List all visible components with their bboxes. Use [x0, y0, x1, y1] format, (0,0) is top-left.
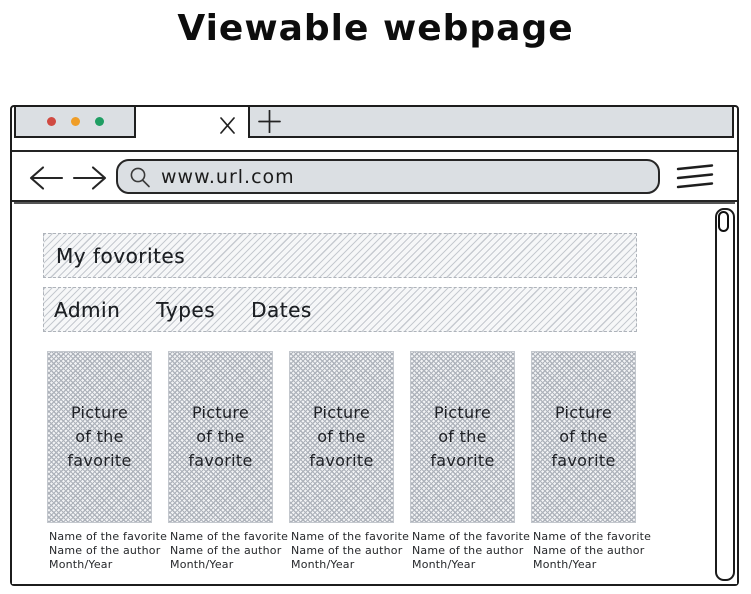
- card-caption: Name of the favorite Name of the author …: [410, 530, 531, 572]
- author-name: Name of the author: [533, 544, 645, 557]
- scrollbar-thumb[interactable]: [718, 211, 729, 232]
- card-caption: Name of the favorite Name of the author …: [168, 530, 289, 572]
- date-label: Month/Year: [170, 558, 234, 571]
- scrollbar-track[interactable]: [715, 208, 735, 581]
- url-bar[interactable]: www.url.com: [116, 159, 660, 194]
- content-nav-band: Admin Types Dates: [43, 287, 637, 332]
- window-controls: [14, 107, 136, 138]
- favorite-name: Name of the favorite: [170, 530, 289, 543]
- expand-window-button[interactable]: [94, 117, 104, 126]
- page-content: My fovorites Admin Types Dates Picture o…: [12, 206, 737, 584]
- nav-link-types[interactable]: Types: [156, 297, 216, 322]
- nav-link-admin[interactable]: Admin: [54, 297, 121, 322]
- date-label: Month/Year: [49, 558, 113, 571]
- favorite-name: Name of the favorite: [533, 530, 652, 543]
- date-label: Month/Year: [291, 558, 355, 571]
- favorite-name: Name of the favorite: [412, 530, 531, 543]
- picture-placeholder-label: Picture of the favorite: [309, 403, 374, 470]
- url-text: www.url.com: [161, 165, 295, 188]
- date-label: Month/Year: [533, 558, 597, 571]
- nav-bar: www.url.com: [12, 152, 737, 202]
- hamburger-menu-icon[interactable]: [675, 162, 715, 192]
- close-tab-icon[interactable]: [218, 116, 237, 135]
- favorite-card: Picture of the favorite Name of the favo…: [531, 351, 652, 572]
- favorite-card: Picture of the favorite Name of the favo…: [47, 351, 168, 572]
- favorite-picture-placeholder[interactable]: Picture of the favorite: [168, 351, 273, 523]
- search-icon: [129, 166, 151, 188]
- date-label: Month/Year: [412, 558, 476, 571]
- nav-link-dates[interactable]: Dates: [251, 297, 312, 322]
- browser-window: www.url.com My fovorites Admin Types Dat…: [10, 105, 739, 586]
- favorite-picture-placeholder[interactable]: Picture of the favorite: [47, 351, 152, 523]
- author-name: Name of the author: [49, 544, 161, 557]
- tab-strip: [248, 107, 734, 138]
- back-arrow-icon[interactable]: [26, 163, 66, 192]
- favorite-card: Picture of the favorite Name of the favo…: [168, 351, 289, 572]
- page-title: Viewable webpage: [177, 8, 574, 49]
- favorite-card: Picture of the favorite Name of the favo…: [410, 351, 531, 572]
- picture-placeholder-label: Picture of the favorite: [67, 403, 132, 470]
- author-name: Name of the author: [170, 544, 282, 557]
- forward-arrow-icon[interactable]: [70, 163, 110, 192]
- picture-placeholder-label: Picture of the favorite: [551, 403, 616, 470]
- tab-bar: [12, 107, 737, 152]
- card-caption: Name of the favorite Name of the author …: [289, 530, 410, 572]
- card-caption: Name of the favorite Name of the author …: [47, 530, 168, 572]
- favorite-picture-placeholder[interactable]: Picture of the favorite: [410, 351, 515, 523]
- favorite-picture-placeholder[interactable]: Picture of the favorite: [531, 351, 636, 523]
- favorite-picture-placeholder[interactable]: Picture of the favorite: [289, 351, 394, 523]
- close-window-button[interactable]: [46, 117, 56, 126]
- card-caption: Name of the favorite Name of the author …: [531, 530, 652, 572]
- author-name: Name of the author: [412, 544, 524, 557]
- favorite-name: Name of the favorite: [49, 530, 168, 543]
- picture-placeholder-label: Picture of the favorite: [188, 403, 253, 470]
- minimize-window-button[interactable]: [70, 117, 80, 126]
- picture-placeholder-label: Picture of the favorite: [430, 403, 495, 470]
- author-name: Name of the author: [291, 544, 403, 557]
- favorite-card: Picture of the favorite Name of the favo…: [289, 351, 410, 572]
- favorite-name: Name of the favorite: [291, 530, 410, 543]
- favorites-header-label: My fovorites: [56, 243, 186, 268]
- favorites-header-band: My fovorites: [43, 233, 637, 278]
- new-tab-icon[interactable]: [258, 110, 281, 133]
- favorites-card-row: Picture of the favorite Name of the favo…: [47, 351, 652, 572]
